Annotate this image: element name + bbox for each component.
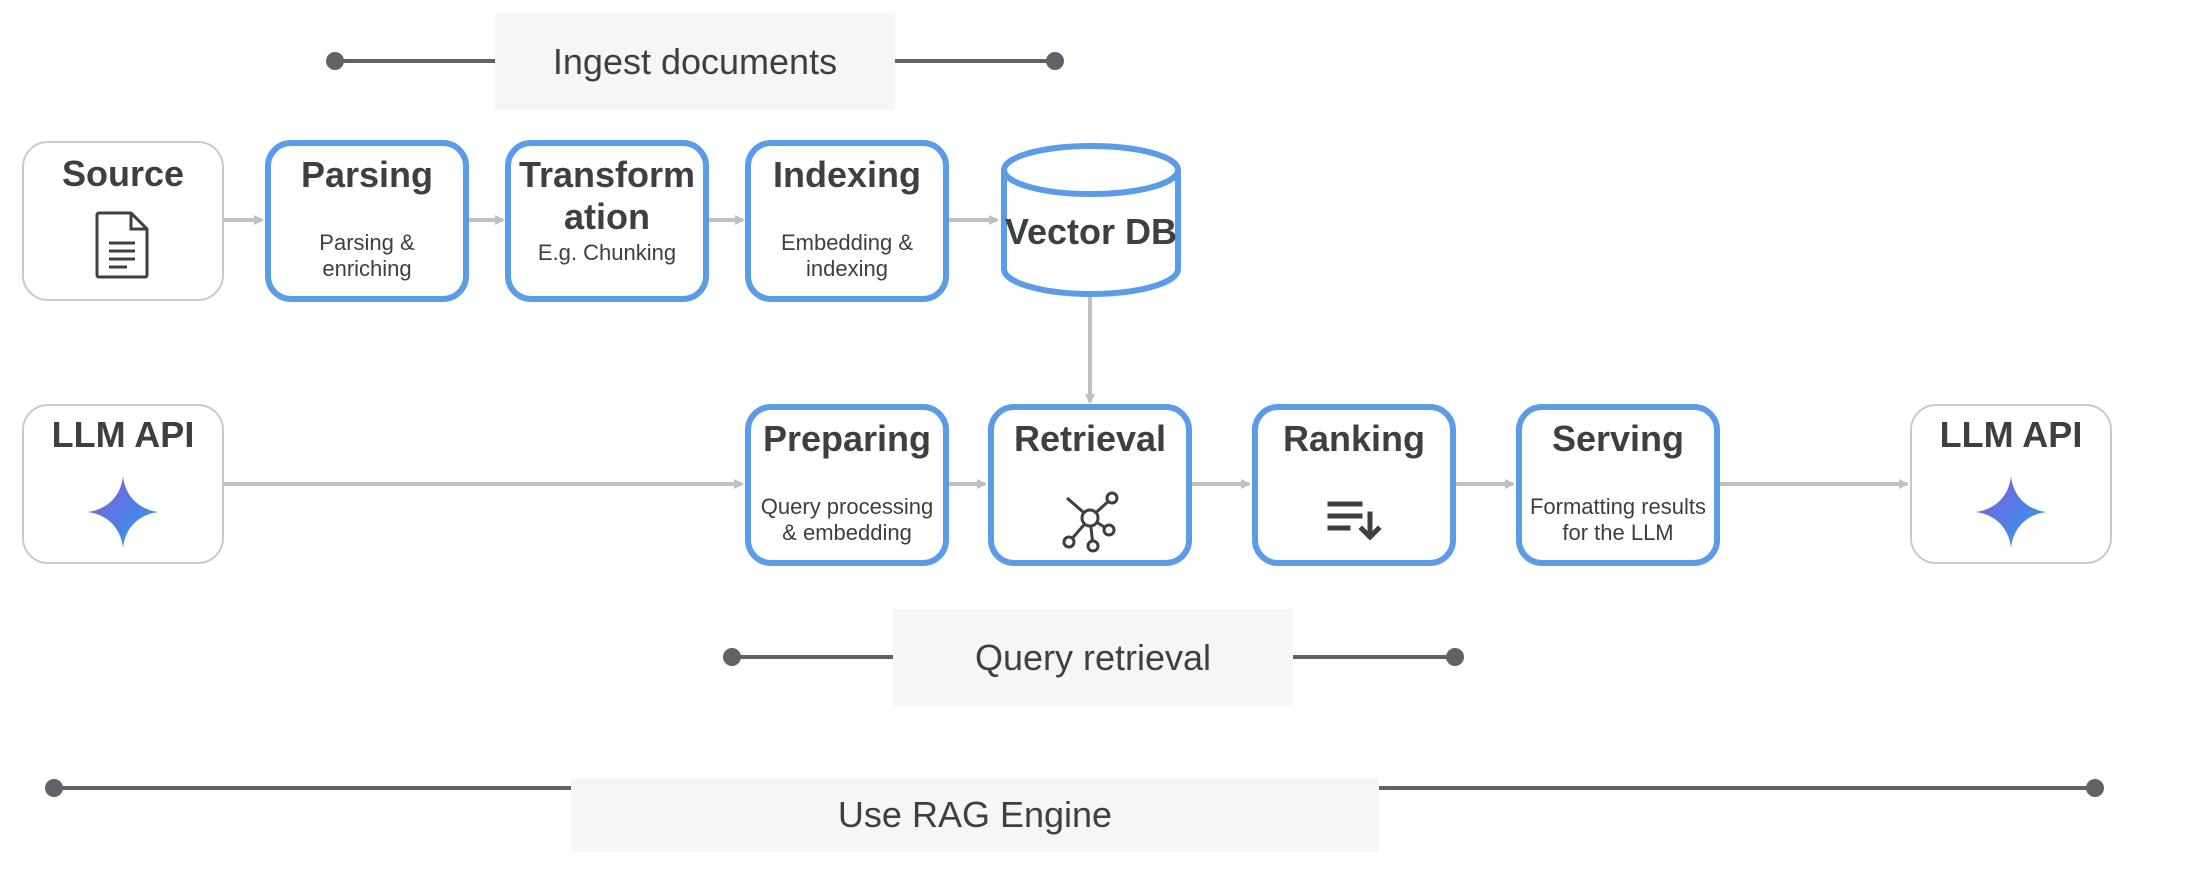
query-retrieval-label: Query retrieval (893, 609, 1293, 706)
serving-node: Serving Formatting results for the LLM (1516, 404, 1720, 566)
llm-api-input-node: LLM API (22, 404, 224, 564)
llm-api-output-title: LLM API (1939, 414, 2083, 455)
database-cylinder-icon (1001, 143, 1181, 297)
serving-sub-line2: for the LLM (1562, 520, 1674, 545)
parsing-title: Parsing (300, 154, 434, 195)
llm-api-input-title: LLM API (51, 414, 195, 455)
parsing-sub-line1: Parsing & (319, 230, 415, 255)
network-icon (1062, 491, 1119, 553)
ranking-title: Ranking (1282, 418, 1425, 459)
transformation-sub: E.g. Chunking (537, 240, 677, 265)
parsing-node: Parsing Parsing & enriching (265, 140, 469, 302)
gemini-sparkle-icon (87, 476, 159, 548)
llm-api-output-node: LLM API (1910, 404, 2112, 564)
serving-sub-line1: Formatting results (1529, 494, 1707, 519)
vector-db-title: Vector DB (1004, 211, 1178, 252)
vector-db-node: Vector DB (1000, 143, 1182, 299)
query-bracket (723, 648, 1464, 666)
source-node: Source (22, 141, 224, 301)
ingest-documents-label: Ingest documents (495, 13, 895, 110)
preparing-node: Preparing Query processing & embedding (745, 404, 949, 566)
sort-icon (1327, 501, 1382, 541)
preparing-sub-line2: & embedding (782, 520, 912, 545)
use-rag-engine-label: Use RAG Engine (571, 778, 1379, 852)
serving-title: Serving (1551, 418, 1685, 459)
ranking-node: Ranking (1252, 404, 1456, 566)
retrieval-node: Retrieval (988, 404, 1192, 566)
transformation-title-line2: ation (564, 196, 650, 237)
ingest-bracket (326, 52, 1064, 70)
gemini-sparkle-icon (1975, 476, 2047, 548)
source-title: Source (61, 153, 185, 194)
indexing-title: Indexing (772, 154, 921, 195)
document-icon (95, 211, 149, 279)
transformation-title-line1: Transform (518, 154, 696, 195)
preparing-sub-line1: Query processing (760, 494, 934, 519)
indexing-sub-line2: indexing (806, 256, 888, 281)
transformation-node: Transform ation E.g. Chunking (505, 140, 709, 302)
preparing-title: Preparing (762, 418, 932, 459)
parsing-sub-line2: enriching (322, 256, 412, 281)
use-rag-bracket (45, 779, 2104, 797)
indexing-node: Indexing Embedding & indexing (745, 140, 949, 302)
retrieval-title: Retrieval (1013, 418, 1167, 459)
indexing-sub-line1: Embedding & (780, 230, 914, 255)
